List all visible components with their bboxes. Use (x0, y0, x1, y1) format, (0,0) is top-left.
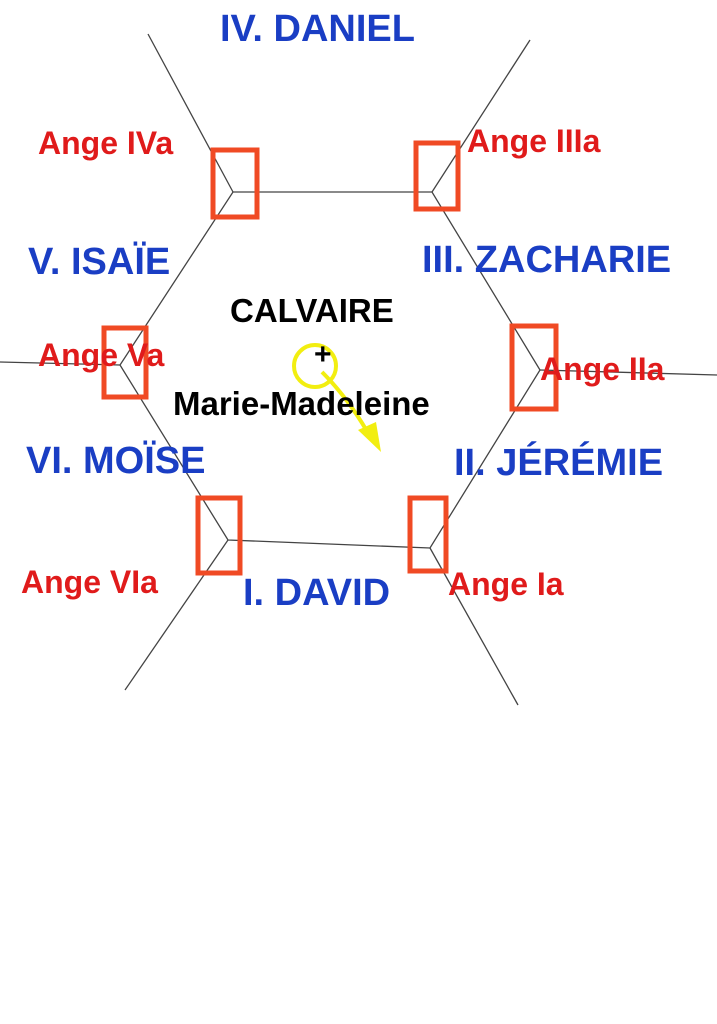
marker-va (101, 325, 149, 400)
highlight-circle (292, 343, 338, 389)
prophet-jeremie-label: II. JÉRÉMIE (454, 442, 664, 484)
highlight-annotation (292, 343, 381, 452)
radial-lines (0, 33, 717, 706)
marker-iia (509, 323, 559, 412)
angel-iva-label: Ange IVa (38, 125, 174, 161)
center-title: CALVAIRE (230, 292, 394, 329)
hexagon-outline (119, 191, 541, 549)
center-cross: + (314, 338, 332, 371)
radial-line-iv (147, 33, 234, 193)
radial-line-i (429, 547, 519, 706)
radial-line-ii (539, 369, 717, 376)
angel-va-label: Ange Va (38, 337, 165, 373)
highlight-arrow-head (358, 422, 381, 452)
angel-iiia-label: Ange IIIa (467, 123, 601, 159)
center-subtitle: Marie-Madeleine (173, 385, 430, 422)
prophet-david-label: I. DAVID (243, 572, 391, 614)
radial-line-v (0, 361, 121, 366)
vertex-markers (101, 140, 559, 576)
radial-line-vi (124, 539, 229, 691)
marker-iva (210, 147, 260, 220)
angel-via-label: Ange VIa (21, 564, 158, 600)
prophet-moise-label: VI. MOÏSE (26, 440, 206, 482)
marker-ia (407, 495, 449, 574)
prophet-zacharie-label: III. ZACHARIE (422, 239, 672, 281)
radial-line-iii (431, 39, 531, 193)
marker-iiia (413, 140, 461, 212)
angel-iia-label: Ange IIa (540, 351, 665, 387)
prophet-daniel-label: IV. DANIEL (220, 8, 415, 50)
angel-ia-label: Ange Ia (448, 566, 564, 602)
marker-via (195, 495, 243, 576)
prophet-isaie-label: V. ISAÏE (28, 241, 171, 283)
